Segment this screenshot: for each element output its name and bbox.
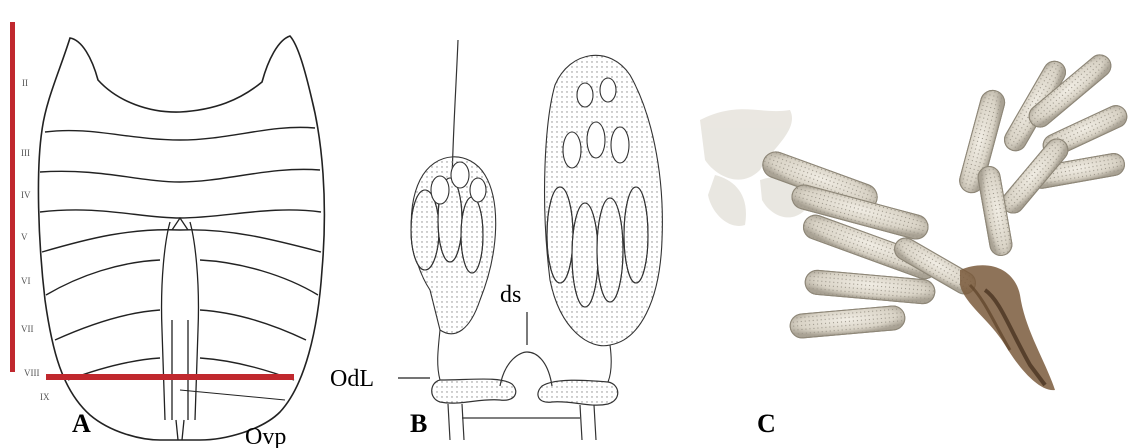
ds-label: ds [500,282,521,308]
scale-bar-horizontal [46,374,294,380]
scale-bar-vertical [10,22,15,372]
panel-a-abdomen: II III IV V VI VII VIII IX Ovp A [10,22,324,448]
segment-label: IX [40,392,50,402]
panel-c-micrograph: C [700,50,1130,438]
odl-label: OdL [330,366,374,392]
segment-label: VI [21,276,31,286]
ovp-label: Ovp [245,424,286,448]
segment-label: VII [21,324,34,334]
segment-label: II [22,78,28,88]
segment-label: IV [21,190,31,200]
segment-label: V [21,232,28,242]
ovipositor-structure [162,218,285,440]
panel-letter-c: C [757,409,776,438]
segment-label: III [21,148,30,158]
oocytes [759,50,1130,338]
panel-b-ovaries: ds OdL B [330,40,662,440]
tissue-mass [960,265,1055,390]
right-ovary [545,55,663,382]
segment-labels: II III IV V VI VII VIII IX [21,78,50,402]
left-ovary [411,157,496,380]
panel-letter-a: A [72,409,91,438]
segment-lines [40,127,321,380]
oviducts [432,352,618,440]
segment-label: VIII [24,368,40,378]
panel-letter-b: B [410,409,427,438]
